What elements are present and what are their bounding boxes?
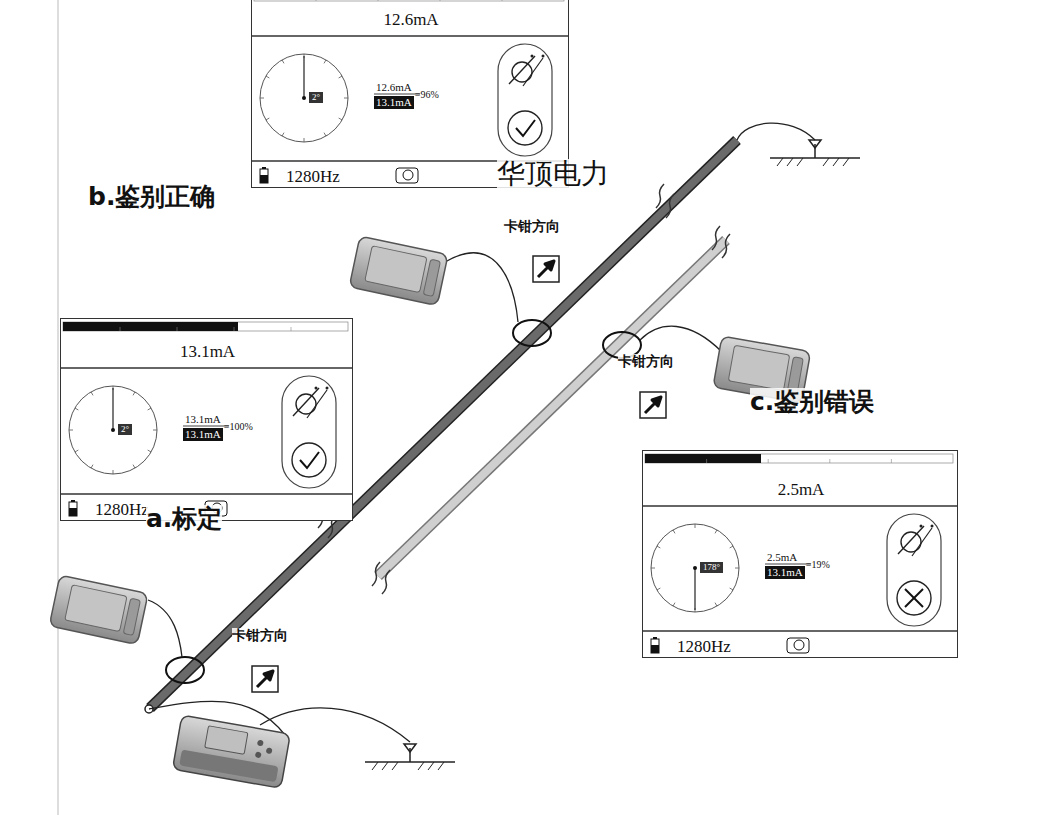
watermark: 华顶电力 — [497, 159, 609, 190]
ratio-percent: =19% — [806, 560, 830, 570]
clamp-direction: 卡钳方向 — [504, 219, 560, 234]
angle-value: 2° — [118, 424, 132, 435]
current-reading: 2.5mA — [778, 481, 825, 498]
measured-current: 13.1mA — [185, 414, 221, 425]
frequency: 1280Hz — [95, 501, 149, 518]
current-reading: 12.6mA — [383, 11, 438, 28]
ratio-percent: =100% — [224, 422, 253, 432]
current-reading: 13.1mA — [180, 343, 235, 360]
step-label: b.鉴别正确 — [88, 183, 215, 211]
clamp-direction: 卡钳方向 — [232, 628, 288, 643]
meter-screen: 2.5mA 178° 2.5mA 13.1mA=19% 1280Hz — [642, 450, 958, 658]
frequency: 1280Hz — [677, 638, 731, 655]
reference-current: 13.1mA — [183, 428, 223, 441]
measured-current: 2.5mA — [767, 552, 797, 563]
angle-value: 2° — [309, 92, 323, 103]
ratio-percent: =96% — [415, 90, 439, 100]
reference-current: 13.1mA — [765, 566, 805, 579]
measured-current: 12.6mA — [376, 82, 412, 93]
frequency: 1280Hz — [286, 168, 340, 185]
clamp-direction: 卡钳方向 — [618, 354, 674, 369]
step-label: c.鉴别错误 — [750, 388, 874, 416]
meter-screen: 13.1mA2°13.1mA13.1mA=100%1280Hz — [60, 318, 353, 521]
reference-current: 13.1mA — [374, 96, 414, 109]
angle-value: 178° — [700, 562, 723, 573]
step-label: a.标定 — [146, 505, 222, 533]
